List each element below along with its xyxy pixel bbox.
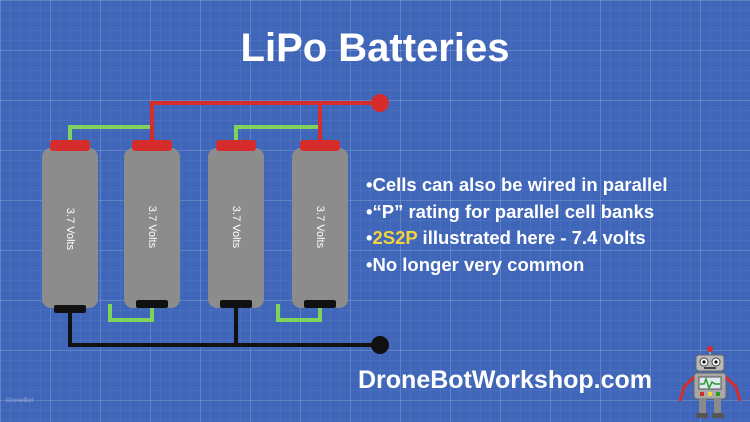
highlight-term: 2S2P: [372, 227, 418, 248]
bullet-item: •Cells can also be wired in parallel: [366, 174, 668, 195]
bullet-item: •“P” rating for parallel cell banks: [366, 200, 655, 222]
battery-cell-3: 3.7 Volts: [208, 140, 264, 308]
bottom-watermark: DroneBot: [6, 398, 34, 404]
bullet-marker: •: [366, 227, 373, 248]
series-link-wire-bottom-left: [108, 303, 154, 322]
cell-label: 3.7 Volts: [146, 206, 158, 249]
negative-cap: [220, 300, 252, 308]
cell-label: 3.7 Volts: [230, 206, 242, 249]
negative-cap: [136, 300, 168, 308]
battery-cell-4: 3.7 Volts: [292, 140, 348, 308]
battery-cell-1: 3.7 Volts: [42, 140, 98, 313]
bullet-list: •Cells can also be wired in parallel •“P…: [366, 172, 668, 278]
website-footer: DroneBotWorkshop.com: [358, 366, 652, 394]
positive-cap: [300, 140, 340, 151]
cell-label: 3.7 Volts: [64, 208, 76, 251]
positive-cap: [132, 140, 172, 151]
negative-cap: [304, 300, 336, 308]
negative-terminal: [371, 336, 389, 354]
bullet-text: illustrated here - 7.4 volts: [417, 227, 646, 248]
negative-cap: [54, 305, 86, 313]
bullet-item: •No longer very common: [366, 253, 585, 275]
positive-terminal: [371, 94, 389, 112]
slide-title: LiPo Batteries: [240, 26, 510, 70]
positive-cap: [50, 140, 90, 151]
positive-cap: [216, 140, 256, 151]
positive-wire: [150, 101, 380, 147]
cell-label: 3.7 Volts: [314, 206, 326, 249]
battery-cell-2: 3.7 Volts: [124, 140, 180, 308]
bullet-item: •2S2P illustrated here - 7.4 volts: [366, 225, 668, 252]
series-link-wire-bottom-right: [276, 303, 322, 322]
robot-mascot-icon: [678, 346, 742, 418]
negative-wire: [68, 302, 380, 347]
